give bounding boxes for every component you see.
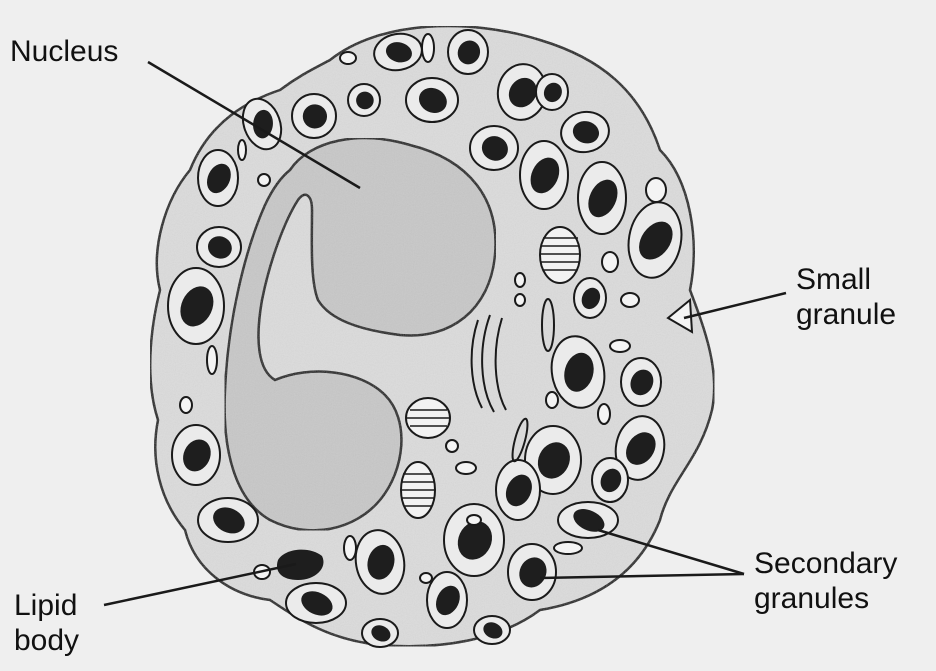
secondary-granules-label-line2: granules: [754, 581, 897, 616]
small-granule-label-line2: granule: [796, 297, 896, 332]
small-granule: [515, 294, 525, 306]
small-granule: [456, 462, 476, 474]
lipid-body-label: Lipid body: [14, 588, 79, 659]
small-granule: [446, 440, 458, 452]
small-granule-label-line1: Small: [796, 262, 896, 297]
small-granule: [646, 178, 666, 202]
small-granule: [554, 542, 582, 554]
small-granule: [180, 397, 192, 413]
small-granule: [598, 404, 610, 424]
small-granule: [207, 346, 217, 374]
nucleus-label: Nucleus: [10, 34, 118, 69]
small-granule: [610, 340, 630, 352]
small-granule: [340, 52, 356, 64]
small-granule: [420, 573, 432, 583]
small-granule: [344, 536, 356, 560]
small-granule: [546, 392, 558, 408]
lipid-body-label-line2: body: [14, 623, 79, 658]
small-granule-label: Small granule: [796, 262, 896, 333]
mitochondrion: [540, 227, 580, 283]
small-granule: [515, 273, 525, 287]
small-granule: [621, 293, 639, 307]
small-granule: [422, 34, 434, 62]
secondary-granules-label: Secondary granules: [754, 546, 897, 617]
small-granule-leader: [684, 293, 786, 318]
small-granule: [258, 174, 270, 186]
small-granule: [238, 140, 246, 160]
small-granule: [467, 515, 481, 525]
small-granule: [602, 252, 618, 272]
secondary-granules-label-line1: Secondary: [754, 546, 897, 581]
lipid-body-label-line1: Lipid: [14, 588, 79, 623]
